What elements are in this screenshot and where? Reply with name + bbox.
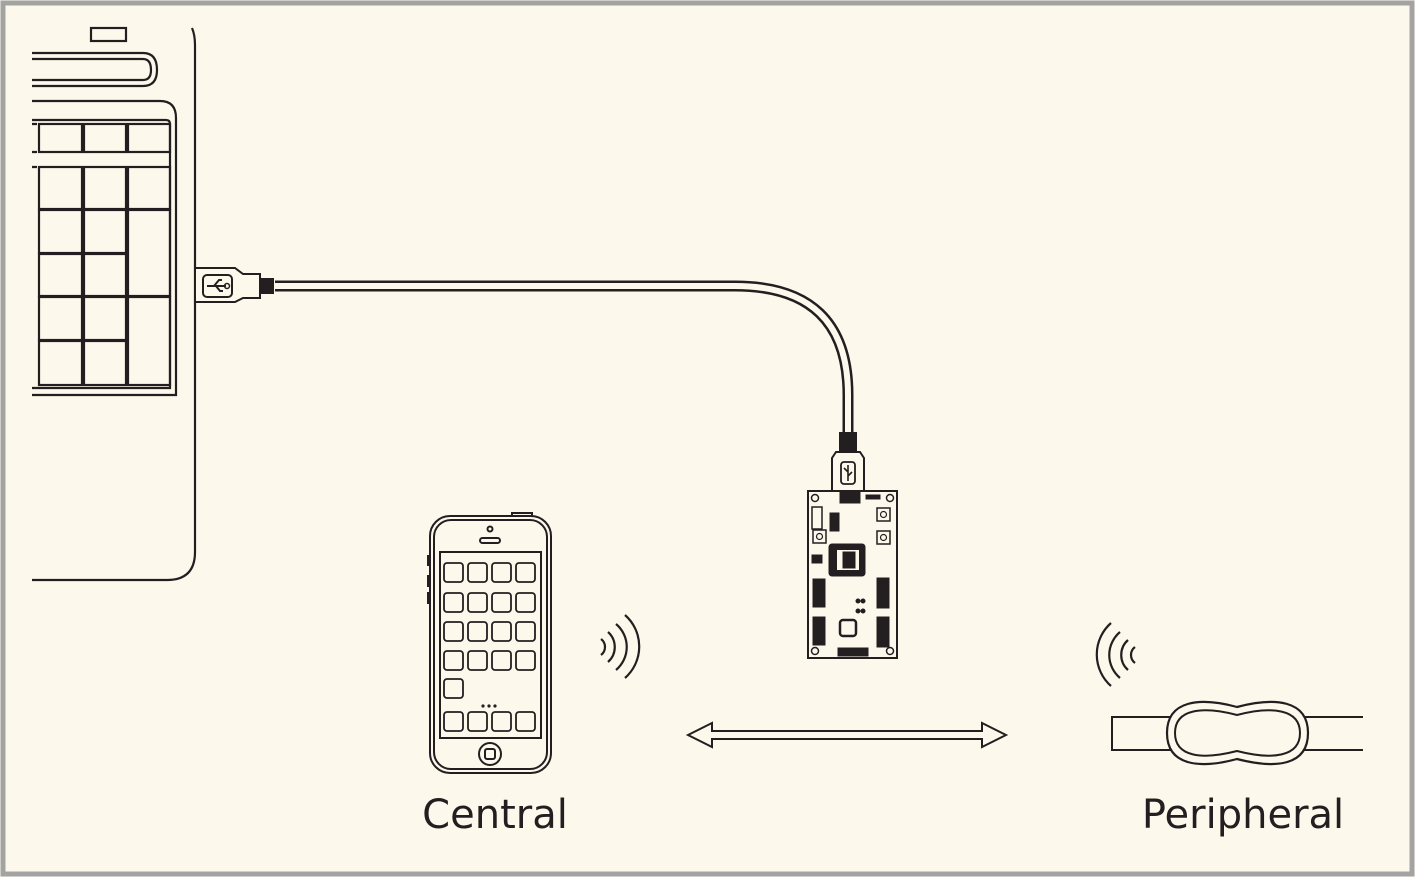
wireless-signal-icon [600,614,641,679]
app-icon [443,711,464,732]
app-icon [443,621,464,642]
bidirectional-arrow-icon [685,721,1009,749]
app-icon [491,711,512,732]
laptop-icon [32,26,197,582]
app-icon [491,650,512,671]
app-icon [491,562,512,583]
wireless-signal-icon [1095,622,1136,687]
wearable-band-icon [1111,700,1363,766]
app-icon [515,562,536,583]
app-icon [443,592,464,613]
smartphone-icon [427,512,552,774]
app-icon [443,650,464,671]
app-icon [467,650,488,671]
peripheral-label: Peripheral [1141,792,1345,838]
app-icon [515,711,536,732]
app-icon [515,650,536,671]
usb-cable-icon [194,267,865,493]
central-label: Central [422,792,568,838]
app-icon [467,592,488,613]
app-icon [443,562,464,583]
app-icon [491,621,512,642]
app-icon [515,592,536,613]
app-icon [443,678,464,699]
app-icon [515,621,536,642]
app-icon [467,711,488,732]
dev-board-icon [807,490,898,659]
app-icon [467,562,488,583]
app-icon [467,621,488,642]
app-icon [491,592,512,613]
